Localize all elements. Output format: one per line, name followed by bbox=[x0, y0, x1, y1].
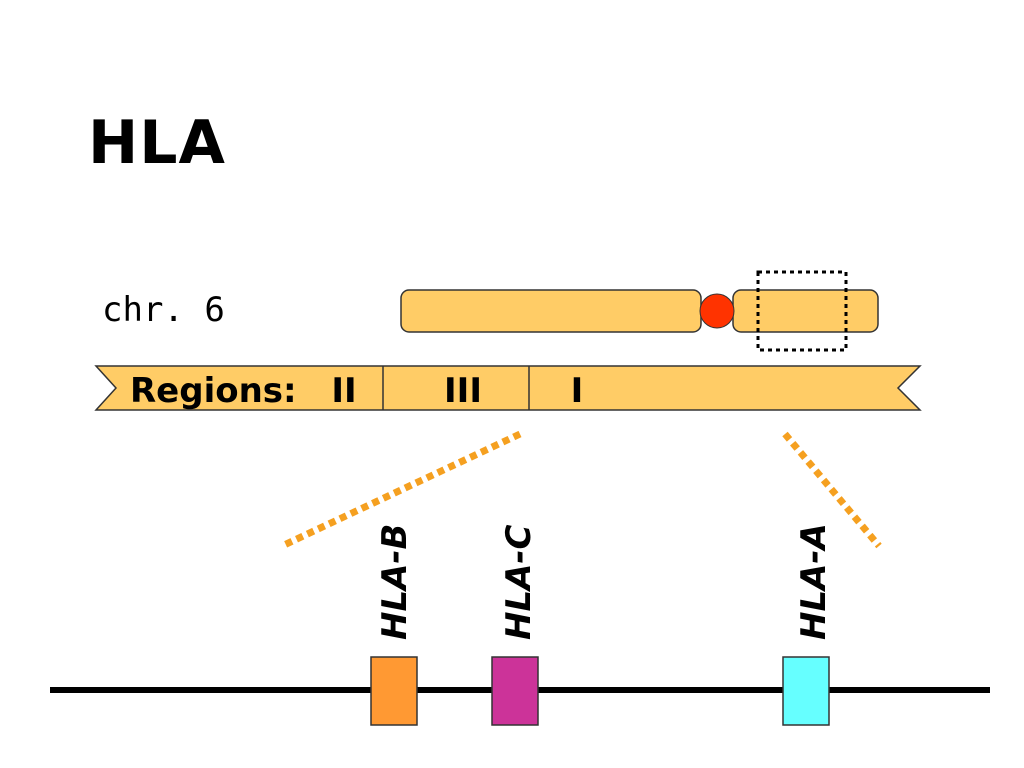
gene-box-hla-b bbox=[370, 656, 418, 726]
regions-banner-shape bbox=[94, 365, 922, 411]
regions-label: Regions: bbox=[130, 371, 297, 411]
regions-banner: Regions: II III I bbox=[94, 365, 922, 411]
zoom-line-left bbox=[280, 430, 522, 550]
chromosome-6 bbox=[400, 270, 879, 352]
zoom-region-box bbox=[756, 270, 848, 352]
chromosome-label: chr. 6 bbox=[102, 290, 225, 330]
region-iii-label: III bbox=[444, 371, 482, 411]
gene-box-hla-a bbox=[782, 656, 830, 726]
gene-label-hla-b: HLA-B bbox=[375, 524, 415, 640]
gene-label-hla-c: HLA-C bbox=[499, 524, 539, 640]
zoom-line-right bbox=[782, 431, 882, 549]
centromere bbox=[699, 293, 735, 329]
chromosome-short-arm bbox=[400, 289, 702, 333]
gene-box-hla-c bbox=[491, 656, 539, 726]
gene-label-hla-a: HLA-A bbox=[794, 523, 834, 640]
page-title: HLA bbox=[88, 108, 226, 178]
region-i-label: I bbox=[571, 371, 584, 411]
chromosome-long-arm bbox=[732, 289, 879, 333]
region-ii-label: II bbox=[331, 371, 356, 411]
